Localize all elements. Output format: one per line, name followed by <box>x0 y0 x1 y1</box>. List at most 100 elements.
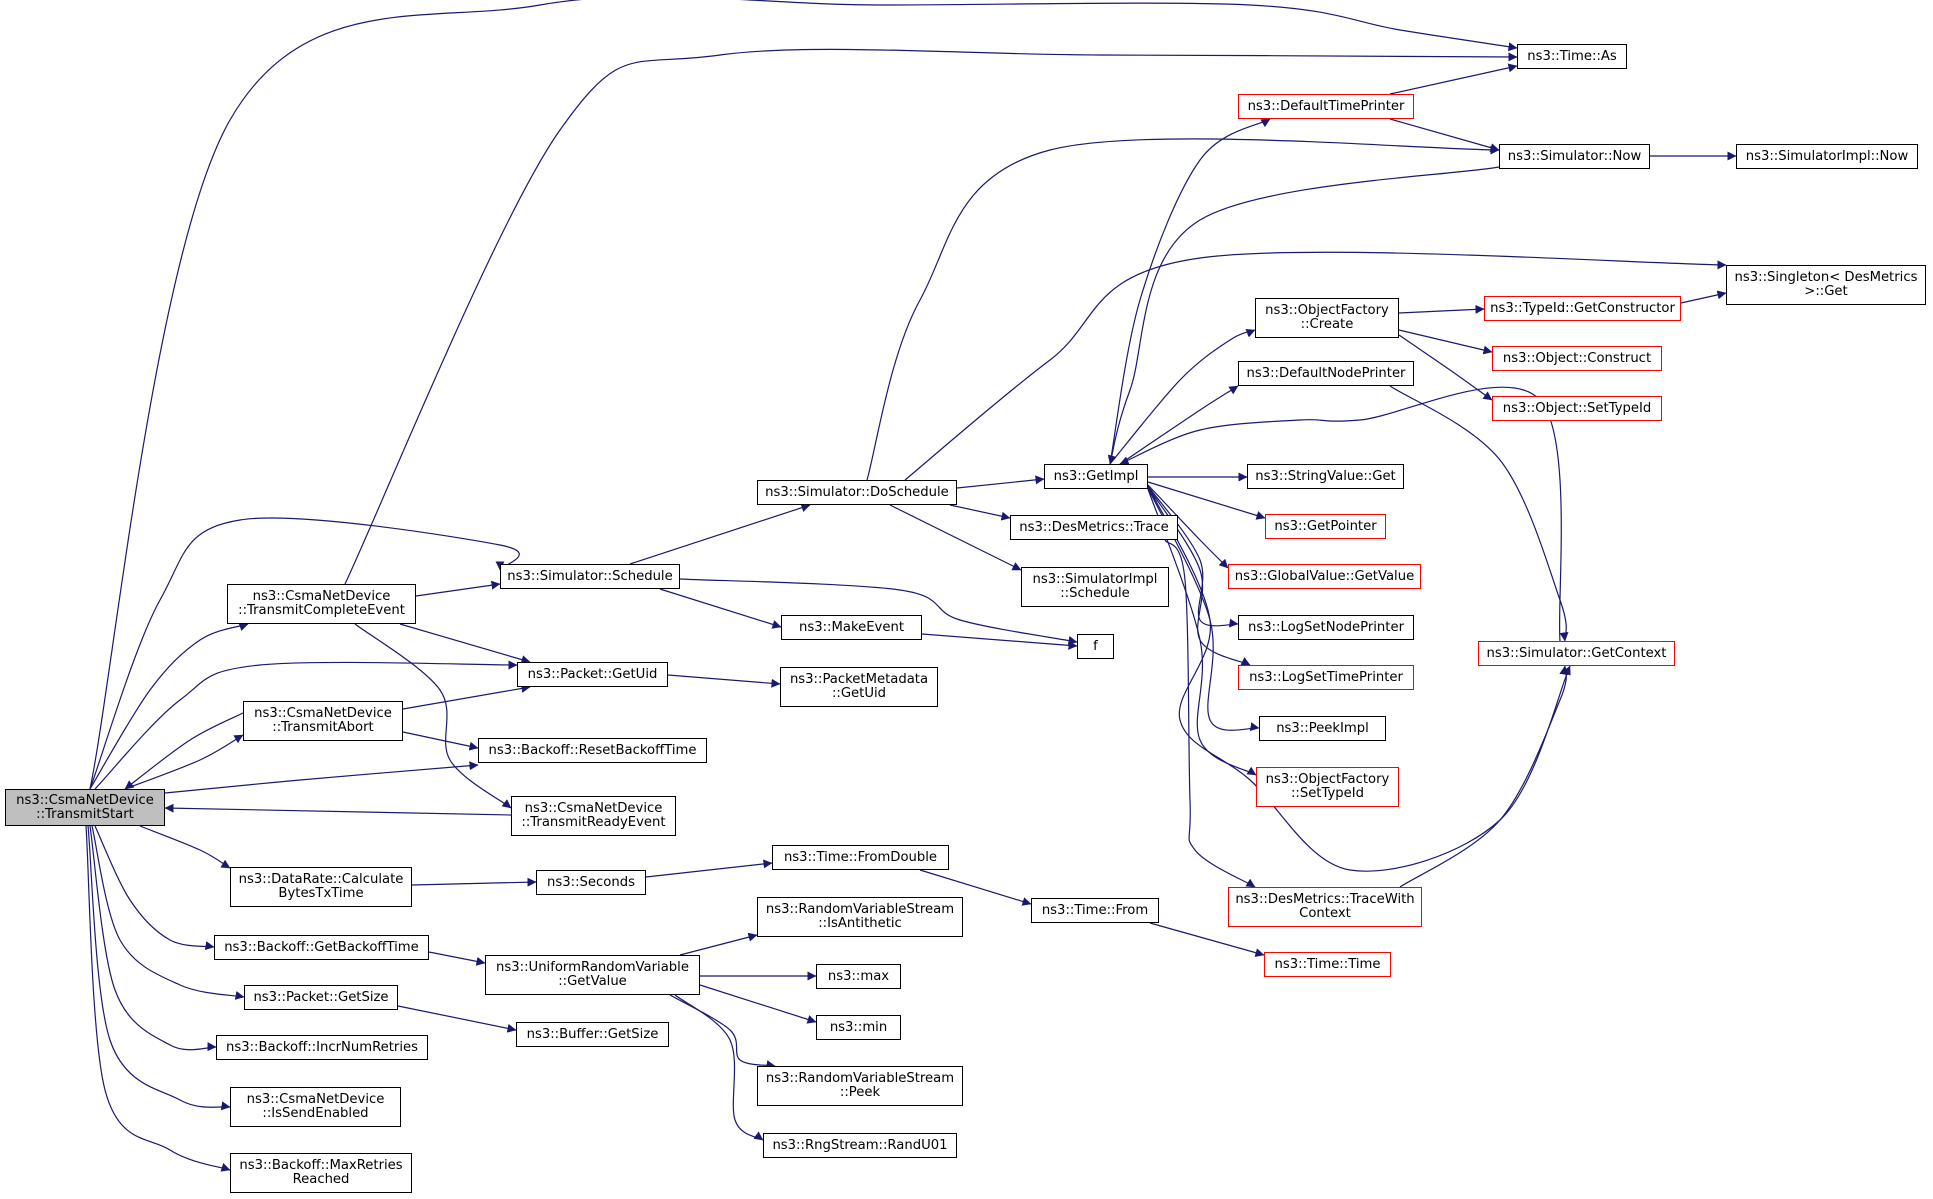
node-packetmetadata-getuid[interactable]: ns3::PacketMetadata ::GetUid <box>780 667 938 707</box>
node-backoff-getbackofftime[interactable]: ns3::Backoff::GetBackoffTime <box>214 935 429 960</box>
node-simimpl-now[interactable]: ns3::SimulatorImpl::Now <box>1736 144 1918 169</box>
node-transmit-complete-event[interactable]: ns3::CsmaNetDevice ::TransmitCompleteEve… <box>227 584 416 624</box>
node-packet-getuid[interactable]: ns3::Packet::GetUid <box>517 662 668 687</box>
edge-default_time_printer-to-time_as <box>1389 63 1518 95</box>
edge-objfactory_create-to-object_settypeid <box>1398 334 1493 401</box>
node-time-time[interactable]: ns3::Time::Time <box>1264 952 1391 977</box>
node-packet-getsize[interactable]: ns3::Packet::GetSize <box>244 985 398 1010</box>
node-desmetrics-tracewithcontext[interactable]: ns3::DesMetrics::TraceWith Context <box>1228 887 1422 927</box>
edge-simulator_doschedule-to-simulator_now <box>866 138 1500 481</box>
node-transmit-start[interactable]: ns3::CsmaNetDevice ::TransmitStart <box>5 789 165 826</box>
edge-simulator_now-to-get_impl <box>1107 166 1500 465</box>
edge-transmit_start-to-backoff_getbackofftime <box>94 825 215 951</box>
node-buffer-getsize[interactable]: ns3::Buffer::GetSize <box>516 1022 669 1047</box>
node-simimpl-schedule[interactable]: ns3::SimulatorImpl ::Schedule <box>1021 567 1169 607</box>
edge-simulator_doschedule-to-desmetrics_trace <box>949 504 1011 521</box>
edge-datarate_calc-to-seconds <box>411 877 537 887</box>
node-uniform-getvalue[interactable]: ns3::UniformRandomVariable ::GetValue <box>485 955 700 995</box>
edge-default_node_printer-to-simulator_getcontext <box>1389 385 1569 642</box>
edge-backoff_getbackofftime-to-uniform_getvalue <box>428 951 486 966</box>
edge-transmit_start-to-packet_getuid <box>94 660 518 790</box>
edge-seconds-to-time_fromdouble <box>645 859 773 878</box>
edge-transmit_abort-to-packet_getuid <box>402 684 531 710</box>
edge-simulator_doschedule-to-singleton_get <box>904 251 1727 481</box>
edge-get_impl-to-default_node_printer <box>1119 385 1239 465</box>
node-backoff-reset[interactable]: ns3::Backoff::ResetBackoffTime <box>478 738 707 763</box>
edge-transmit_complete_event-to-packet_getuid <box>399 623 531 664</box>
node-simulator-now[interactable]: ns3::Simulator::Now <box>1499 144 1650 169</box>
edge-transmit_start-to-backoff_incr <box>89 825 217 1052</box>
node-transmit-ready-event[interactable]: ns3::CsmaNetDevice ::TransmitReadyEvent <box>511 796 676 836</box>
edge-desmetrics_trace-to-desmetrics_tracewithcontext <box>1164 539 1256 888</box>
node-backoff-incr[interactable]: ns3::Backoff::IncrNumRetries <box>216 1035 428 1060</box>
edge-transmit_start-to-backoff_maxretries <box>85 825 231 1172</box>
node-objfactory-create[interactable]: ns3::ObjectFactory ::Create <box>1255 298 1399 338</box>
edge-simulator_schedule-to-make_event <box>659 588 782 629</box>
node-simulator-getcontext[interactable]: ns3::Simulator::GetContext <box>1478 641 1675 666</box>
edge-make_event-to-f <box>921 633 1078 650</box>
node-default-node-printer[interactable]: ns3::DefaultNodePrinter <box>1238 361 1414 386</box>
edge-transmit_start-to-packet_getsize <box>91 825 245 1000</box>
edge-get_impl-to-default_time_printer <box>1109 118 1271 465</box>
node-log-set-node-printer[interactable]: ns3::LogSetNodePrinter <box>1238 615 1414 640</box>
edge-transmit_start-to-backoff_reset <box>164 761 479 794</box>
node-f[interactable]: f <box>1077 634 1114 659</box>
edge-uniform_getvalue-to-min <box>699 984 817 1024</box>
node-is-send-enabled[interactable]: ns3::CsmaNetDevice ::IsSendEnabled <box>230 1087 401 1127</box>
node-singleton-get[interactable]: ns3::Singleton< DesMetrics >::Get <box>1726 265 1926 305</box>
node-rvs-peek[interactable]: ns3::RandomVariableStream ::Peek <box>757 1066 963 1106</box>
edge-get_impl-to-globalvalue_getvalue <box>1147 484 1229 569</box>
edge-objfactory_create-to-object_construct <box>1398 329 1493 355</box>
node-time-as[interactable]: ns3::Time::As <box>1517 44 1627 69</box>
node-datarate-calc[interactable]: ns3::DataRate::Calculate BytesTxTime <box>230 867 412 907</box>
node-seconds[interactable]: ns3::Seconds <box>536 870 646 895</box>
node-get-pointer[interactable]: ns3::GetPointer <box>1265 514 1386 539</box>
edge-transmit_start-to-is_send_enabled <box>87 825 231 1111</box>
node-rvs-isantithetic[interactable]: ns3::RandomVariableStream ::IsAntithetic <box>757 897 963 937</box>
node-object-settypeid[interactable]: ns3::Object::SetTypeId <box>1492 396 1662 421</box>
edge-uniform_getvalue-to-rvs_isantithetic <box>679 932 758 956</box>
node-time-fromdouble[interactable]: ns3::Time::FromDouble <box>772 845 949 870</box>
node-rngstream-randu01[interactable]: ns3::RngStream::RandU01 <box>763 1133 957 1158</box>
edge-default_time_printer-to-simulator_now <box>1389 118 1500 152</box>
node-default-time-printer[interactable]: ns3::DefaultTimePrinter <box>1238 94 1414 119</box>
node-min[interactable]: ns3::min <box>816 1015 901 1040</box>
edge-typeid_getconstructor-to-singleton_get <box>1680 290 1727 304</box>
edge-desmetrics_tracewithcontext-to-simulator_getcontext <box>1399 665 1569 888</box>
edge-transmit_start-to-datarate_calc <box>139 825 231 869</box>
node-backoff-maxretries[interactable]: ns3::Backoff::MaxRetries Reached <box>230 1153 412 1193</box>
node-peek-impl[interactable]: ns3::PeekImpl <box>1259 716 1386 741</box>
edge-transmit_abort-to-transmit_start <box>124 712 244 790</box>
node-simulator-schedule[interactable]: ns3::Simulator::Schedule <box>500 564 680 589</box>
node-simulator-doschedule[interactable]: ns3::Simulator::DoSchedule <box>757 480 957 505</box>
node-log-set-time-printer[interactable]: ns3::LogSetTimePrinter <box>1238 665 1414 690</box>
node-globalvalue-getvalue[interactable]: ns3::GlobalValue::GetValue <box>1228 564 1421 589</box>
edge-transmit_complete_event-to-simulator_schedule <box>415 580 501 597</box>
edge-transmit_start-to-transmit_abort <box>124 734 244 790</box>
edge-simulator_doschedule-to-simimpl_schedule <box>889 504 1022 571</box>
edge-simulator_doschedule-to-get_impl <box>956 475 1045 489</box>
edge-transmit_start-to-transmit_complete_event <box>89 622 249 790</box>
node-transmit-abort[interactable]: ns3::CsmaNetDevice ::TransmitAbort <box>243 701 403 741</box>
node-desmetrics-trace[interactable]: ns3::DesMetrics::Trace <box>1010 515 1178 540</box>
edge-simulator_getcontext-to-get_impl <box>1119 386 1562 642</box>
node-stringvalue-get[interactable]: ns3::StringValue::Get <box>1247 464 1404 489</box>
node-typeid-getconstructor[interactable]: ns3::TypeId::GetConstructor <box>1484 296 1681 321</box>
edge-get_impl-to-objfactory_create <box>1109 329 1256 465</box>
edge-transmit_start-to-time_as <box>89 0 1518 790</box>
node-make-event[interactable]: ns3::MakeEvent <box>781 615 922 640</box>
node-time-from[interactable]: ns3::Time::From <box>1031 898 1159 923</box>
node-get-impl[interactable]: ns3::GetImpl <box>1044 464 1148 489</box>
edge-transmit_complete_event-to-transmit_ready_event <box>354 623 512 809</box>
edge-get_impl-to-objfactory_settypeid <box>1147 488 1257 776</box>
edge-get_impl-to-get_pointer <box>1147 481 1266 520</box>
node-max[interactable]: ns3::max <box>816 964 901 989</box>
edge-time_from-to-time_time <box>1149 922 1265 958</box>
edge-uniform_getvalue-to-rngstream_randu01 <box>674 994 764 1141</box>
node-objfactory-settypeid[interactable]: ns3::ObjectFactory ::SetTypeId <box>1256 767 1399 807</box>
edge-time_fromdouble-to-time_from <box>919 869 1032 906</box>
edge-packet_getuid-to-packetmetadata_getuid <box>667 674 781 688</box>
edge-uniform_getvalue-to-rvs_peek <box>669 994 776 1069</box>
node-object-construct[interactable]: ns3::Object::Construct <box>1492 346 1662 371</box>
